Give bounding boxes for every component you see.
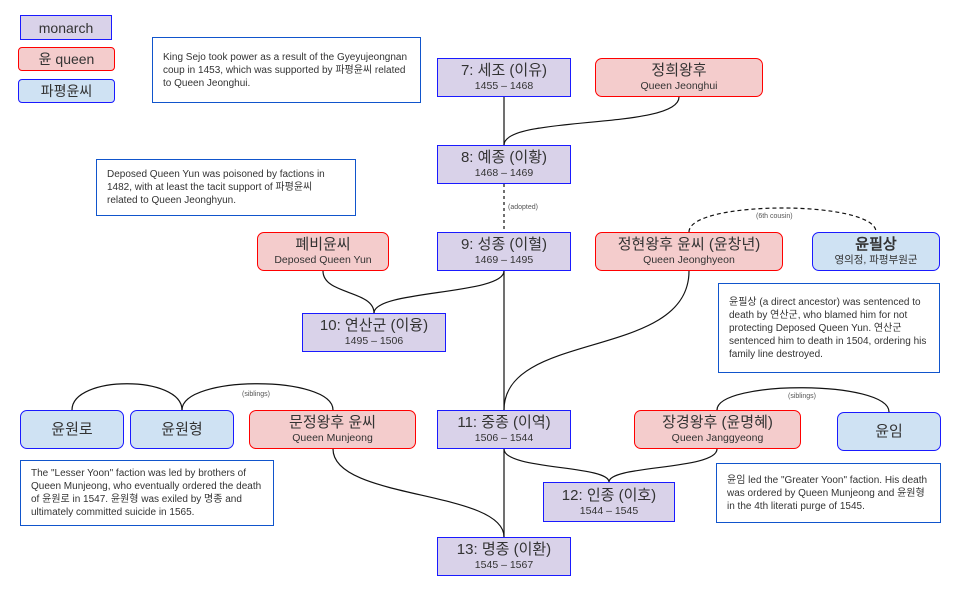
monarch-name: 13: 명종 (이환) (456, 541, 552, 558)
line-k9-k10 (373, 270, 505, 314)
queen-subtitle: Queen Janggyeong (671, 432, 764, 444)
cousin-label: (6th cousin) (756, 213, 793, 220)
queen-name: 정희왕후 (651, 62, 707, 79)
line-jeonghyeon-k11 (503, 270, 690, 411)
line-siblings-wonro (71, 383, 183, 411)
reign-years: 1468 – 1469 (474, 167, 534, 179)
line-munjeong-k13 (332, 448, 505, 538)
reign-years: 1545 – 1567 (474, 559, 534, 571)
line-deposed-k10 (322, 270, 375, 314)
monarch-name: 10: 연산군 (이융) (319, 317, 429, 334)
queen-name: 문정왕후 윤씨 (289, 414, 376, 431)
note-deposed-queen: Deposed Queen Yun was poisoned by factio… (96, 159, 356, 216)
person-name: 윤원로 (51, 420, 93, 438)
note-greater-yoon: 윤임 led the "Greater Yoon" faction. His d… (716, 463, 941, 523)
monarch-name: 8: 예종 (이황) (460, 149, 548, 166)
queen-subtitle: Queen Jeonghyeon (643, 254, 735, 266)
monarch-node-seongjong[interactable]: 9: 성종 (이혈)1469 – 1495 (437, 232, 571, 271)
siblings-label: (siblings) (242, 391, 271, 398)
reign-years: 1544 – 1545 (579, 504, 639, 517)
monarch-name: 7: 세조 (이유) (460, 62, 548, 79)
person-node-im[interactable]: 윤임 (837, 412, 941, 451)
adopted-label: (adopted) (508, 204, 538, 211)
person-node-wonhyeong[interactable]: 윤원형 (130, 410, 234, 449)
monarch-node-sejo[interactable]: 7: 세조 (이유)1455 – 1468 (437, 58, 571, 97)
queen-node-jeonghyeon[interactable]: 정현왕후 윤씨 (윤창년)Queen Jeonghyeon (595, 232, 783, 271)
person-name: 윤임 (875, 422, 903, 440)
reign-years: 1506 – 1544 (474, 432, 534, 444)
reign-years: 1469 – 1495 (474, 254, 534, 266)
line-siblings-im (716, 387, 890, 413)
monarch-node-yejong[interactable]: 8: 예종 (이황)1468 – 1469 (437, 145, 571, 184)
queen-name: 폐비윤씨 (295, 236, 351, 253)
legend-papyeong: 파평윤씨 (18, 79, 115, 103)
line-k11-k12 (503, 448, 610, 483)
line-siblings-munjeong (181, 383, 334, 411)
monarch-name: 9: 성종 (이혈) (460, 236, 548, 253)
reign-years: 1495 – 1506 (344, 335, 404, 347)
queen-name: 장경왕후 (윤명혜) (662, 414, 773, 431)
person-node-wonro[interactable]: 윤원로 (20, 410, 124, 449)
note-sejo: King Sejo took power as a result of the … (152, 37, 421, 103)
queen-node-janggyeong[interactable]: 장경왕후 (윤명혜)Queen Janggyeong (634, 410, 801, 449)
monarch-node-injong[interactable]: 12: 인종 (이호)1544 – 1545 (543, 482, 675, 522)
person-title: 영의정, 파평부원군 (834, 254, 918, 266)
legend-queen: 윤 queen (18, 47, 115, 71)
monarch-node-yeonsangun[interactable]: 10: 연산군 (이융)1495 – 1506 (302, 313, 446, 352)
line-cousin (688, 207, 877, 233)
line-janggyeong-k12 (608, 448, 718, 483)
person-name: 윤원형 (161, 420, 203, 438)
person-name: 윤필상 (855, 236, 897, 253)
line-jeonghui-k8 (503, 96, 680, 146)
note-lesser-yoon: The "Lesser Yoon" faction was led by bro… (20, 460, 274, 526)
reign-years: 1455 – 1468 (474, 80, 534, 92)
queen-subtitle: Queen Jeonghui (640, 80, 718, 92)
legend-monarch: monarch (20, 15, 112, 40)
queen-name: 정현왕후 윤씨 (윤창년) (617, 236, 761, 253)
siblings-label: (siblings) (788, 393, 817, 400)
note-pilsang: 윤필상 (a direct ancestor) was sentenced to… (718, 283, 940, 373)
queen-subtitle: Deposed Queen Yun (274, 254, 372, 266)
monarch-name: 11: 중종 (이역) (457, 414, 551, 431)
queen-subtitle: Queen Munjeong (292, 432, 373, 444)
monarch-name: 12: 인종 (이호) (561, 486, 657, 504)
monarch-node-jungjong[interactable]: 11: 중종 (이역)1506 – 1544 (437, 410, 571, 449)
monarch-node-myeongjong[interactable]: 13: 명종 (이환)1545 – 1567 (437, 537, 571, 576)
